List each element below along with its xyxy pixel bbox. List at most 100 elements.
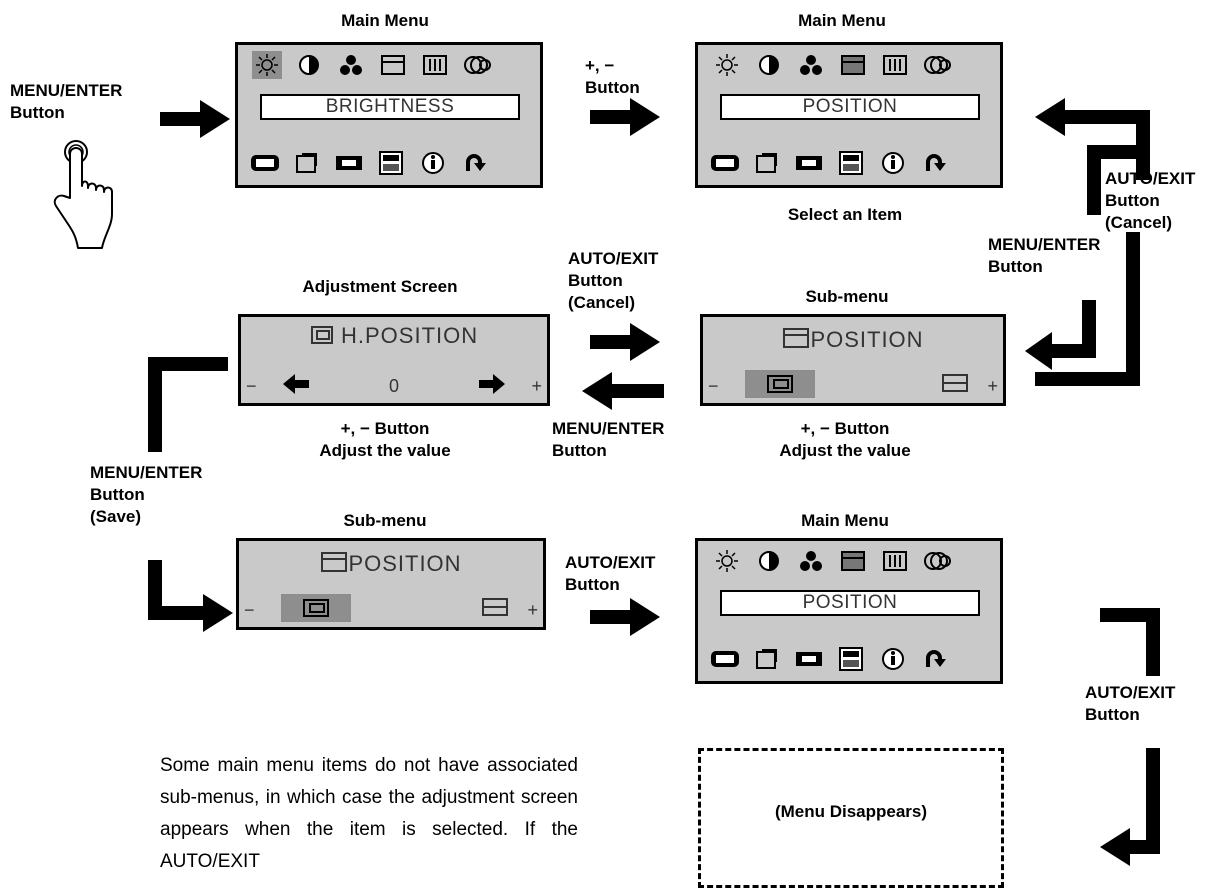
rgb-icon [710, 645, 740, 673]
main-menu-screen-1: BRIGHTNESS [235, 42, 543, 188]
sub-menu-title: POSITION [703, 327, 1003, 353]
selected-item-name: POSITION [720, 590, 980, 616]
position-icon [838, 51, 868, 79]
h-position-item-selected [745, 370, 815, 398]
geometry-icon [922, 51, 952, 79]
brightness-icon [712, 51, 742, 79]
adjust-value-label-2: +, − Button Adjust the value [779, 419, 911, 460]
sub-menu-title-2: Sub-menu [343, 511, 427, 530]
path-right-bracket [1035, 232, 1140, 386]
select-item-label: Select an Item [787, 205, 903, 224]
main-menu-screen-2: POSITION [695, 42, 1003, 188]
recall-icon [292, 149, 322, 177]
geometry-icon [462, 51, 492, 79]
sub-menu-title: POSITION [239, 551, 543, 577]
rgb-icon [250, 149, 280, 177]
rgb-icon [710, 149, 740, 177]
sub-menu-screen-2: POSITION − + [236, 538, 546, 630]
path-right-bottom-top [1100, 608, 1160, 676]
v-position-icon [482, 598, 508, 616]
osd-icon [836, 149, 866, 177]
plus-sign: + [531, 376, 542, 396]
arrow-right-cancel-mid [590, 323, 660, 361]
recall-icon [752, 149, 782, 177]
language-icon [794, 149, 824, 177]
arrow-left-cancel [1035, 98, 1150, 180]
menu-enter-button-label: MENU/ENTER Button [10, 81, 123, 122]
plus-minus-button-label: +, − Button [585, 56, 640, 97]
osd-icon [836, 645, 866, 673]
position-icon [321, 552, 348, 572]
information-icon [418, 149, 448, 177]
adjust-item-title: H.POSITION [341, 323, 479, 348]
contrast-icon [754, 51, 784, 79]
adjust-value-label-1: +, − Button Adjust the value [319, 419, 451, 460]
exit-icon [920, 149, 950, 177]
adjust-value: 0 [388, 376, 399, 396]
information-icon [878, 149, 908, 177]
selected-item-name: BRIGHTNESS [260, 94, 520, 120]
arrow-left-icon [283, 374, 309, 394]
menu-enter-label-right: MENU/ENTER Button [988, 235, 1101, 276]
v-position-icon [942, 374, 968, 392]
menu-enter-save-label: MENU/ENTER Button (Save) [90, 463, 203, 526]
arrow-left-menu-enter-mid [582, 372, 664, 410]
main-menu-screen-3: POSITION [695, 538, 1003, 684]
menu-disappears-label: (Menu Disappears) [774, 802, 928, 821]
arrow-right-icon [479, 374, 505, 394]
auto-exit-cancel-label-mid: AUTO/EXIT Button (Cancel) [568, 249, 659, 312]
path-left-save-top [148, 357, 228, 452]
sub-menu-screen-1: POSITION − + [700, 314, 1006, 406]
h-position-icon [767, 375, 793, 393]
selected-item-name: POSITION [720, 94, 980, 120]
arrow-right-bottom [590, 598, 660, 636]
main-menu-title-1: Main Menu [341, 11, 429, 30]
size-icon [420, 51, 450, 79]
arrow-right-1 [160, 100, 230, 138]
minus-sign: − [246, 376, 257, 396]
arrow-left-submenu [1025, 300, 1096, 370]
language-icon [794, 645, 824, 673]
auto-exit-label-right-bottom: AUTO/EXIT Button [1085, 683, 1176, 724]
position-icon [838, 547, 868, 575]
minus-sign: − [244, 600, 255, 620]
menu-enter-label-mid: MENU/ENTER Button [552, 419, 665, 460]
finger-press-icon [53, 140, 113, 249]
position-icon [783, 328, 810, 348]
contrast-icon [294, 51, 324, 79]
size-icon [880, 547, 910, 575]
minus-sign: − [708, 376, 719, 396]
adjustment-screen-title: Adjustment Screen [302, 277, 458, 296]
exit-icon [920, 645, 950, 673]
path-menu-enter-right [1087, 145, 1137, 215]
h-position-icon [303, 599, 329, 617]
adjustment-screen: H.POSITION − 0 + [238, 314, 550, 406]
geometry-icon [922, 547, 952, 575]
menu-disappears-box: (Menu Disappears) [698, 748, 1004, 888]
size-icon [880, 51, 910, 79]
color-icon [336, 51, 366, 79]
plus-sign: + [527, 600, 538, 620]
arrow-right-2 [590, 98, 660, 136]
sub-menu-title-text: POSITION [810, 327, 924, 352]
plus-sign: + [987, 376, 998, 396]
auto-exit-label-bottom: AUTO/EXIT Button [565, 553, 656, 594]
brightness-icon [712, 547, 742, 575]
color-icon [796, 547, 826, 575]
contrast-icon [754, 547, 784, 575]
main-menu-title-3: Main Menu [801, 511, 889, 530]
language-icon [334, 149, 364, 177]
h-position-item-selected [281, 594, 351, 622]
color-icon [796, 51, 826, 79]
sub-menu-title-1: Sub-menu [805, 287, 889, 306]
note-paragraph: Some main menu items do not have associa… [160, 755, 578, 872]
path-right-bottom-arrow [1100, 748, 1160, 866]
information-icon [878, 645, 908, 673]
brightness-icon [252, 51, 282, 79]
path-left-save-bottom [148, 560, 233, 632]
position-icon [310, 326, 333, 344]
auto-exit-cancel-label-right: AUTO/EXIT Button (Cancel) [1105, 169, 1196, 232]
position-icon [378, 51, 408, 79]
exit-icon [460, 149, 490, 177]
